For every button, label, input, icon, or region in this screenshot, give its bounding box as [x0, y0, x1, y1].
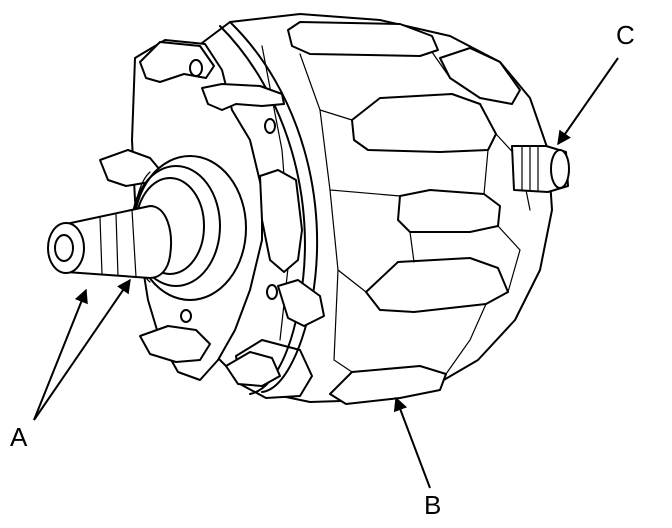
- callout-label-a: A: [10, 422, 28, 452]
- fan-plate: [99, 39, 325, 387]
- callout-a: A: [10, 278, 131, 452]
- callout-b: B: [393, 396, 441, 520]
- callout-label-c: C: [616, 20, 635, 50]
- rear-shaft: [511, 145, 570, 193]
- front-shaft: [47, 205, 172, 279]
- callout-label-b: B: [424, 490, 441, 520]
- rotor-body: [171, 13, 553, 405]
- callout-c: C: [557, 20, 635, 146]
